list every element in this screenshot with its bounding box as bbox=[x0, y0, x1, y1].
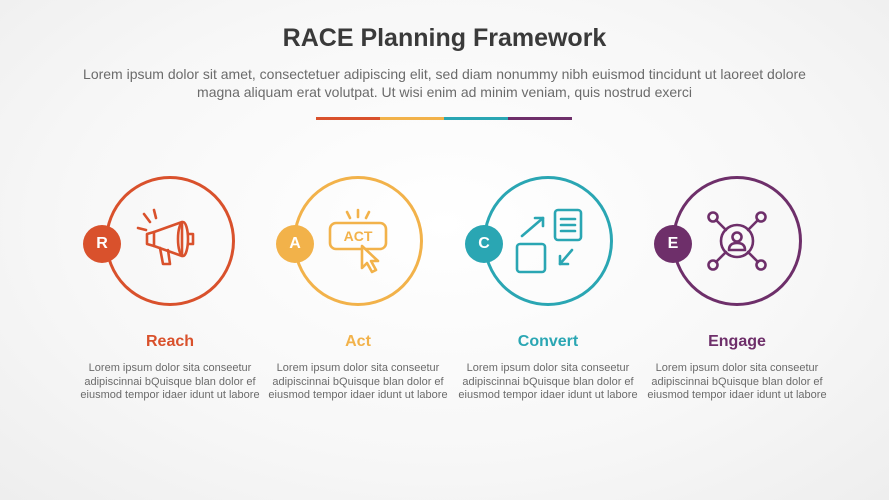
network-user-icon bbox=[707, 211, 767, 271]
step-title: Convert bbox=[517, 333, 579, 350]
page-title: RACE Planning Framework bbox=[282, 24, 607, 52]
divider-segment-act bbox=[380, 117, 444, 120]
divider-segment-engage bbox=[508, 117, 572, 120]
step-title: Reach bbox=[145, 333, 195, 350]
megaphone-icon bbox=[136, 208, 195, 266]
step-description: Lorem ipsum dolor sita conseetur adipisc… bbox=[458, 362, 638, 401]
step-letter-badge: R bbox=[83, 225, 121, 263]
step-letter-badge: C bbox=[465, 225, 503, 263]
step-title: Act bbox=[345, 333, 371, 350]
divider-segment-reach bbox=[316, 117, 380, 120]
divider-segment-convert bbox=[444, 117, 508, 120]
step-letter-badge: A bbox=[276, 225, 314, 263]
act-button-cursor-icon: ACT bbox=[328, 208, 388, 274]
step-description: Lorem ipsum dolor sita conseetur adipisc… bbox=[80, 362, 260, 401]
step-title: Engage bbox=[708, 333, 766, 350]
step-description: Lorem ipsum dolor sita conseetur adipisc… bbox=[268, 362, 448, 401]
page-subtitle: Lorem ipsum dolor sit amet, consectetuer… bbox=[83, 66, 806, 100]
step-description: Lorem ipsum dolor sita conseetur adipisc… bbox=[647, 362, 827, 401]
step-letter-badge: E bbox=[654, 225, 692, 263]
convert-documents-icon bbox=[515, 208, 583, 274]
act-icon-label: ACT bbox=[344, 228, 373, 244]
